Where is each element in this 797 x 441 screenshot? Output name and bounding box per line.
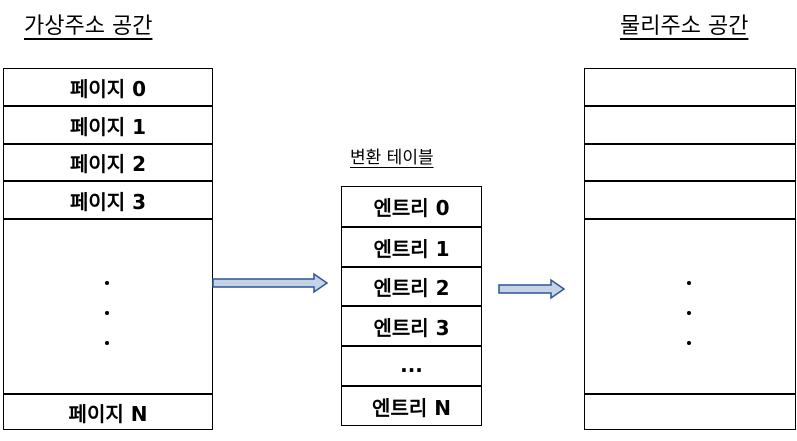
virtual-page-n: 페이지 N	[3, 394, 213, 430]
physical-frame	[584, 181, 796, 219]
table-entry-0: 엔트리 0	[341, 186, 482, 227]
physical-frame	[584, 68, 796, 106]
right-arrow-icon	[498, 278, 566, 300]
right-arrow-icon	[212, 272, 329, 294]
physical-gap-dot	[687, 341, 691, 345]
virtual-gap-dot	[105, 311, 109, 315]
physical-gap-dot	[687, 281, 691, 285]
virtual-page-0: 페이지 0	[3, 68, 213, 106]
virtual-page-3: 페이지 3	[3, 181, 213, 219]
virtual-gap-dot	[105, 281, 109, 285]
virtual-page-2: 페이지 2	[3, 144, 213, 181]
physical-gap-region	[584, 219, 796, 394]
translation-table-title: 변환 테이블	[350, 148, 434, 168]
table-entry-1: 엔트리 1	[341, 227, 482, 267]
table-ellipsis-row: ...	[341, 346, 482, 386]
virtual-space-title: 가상주소 공간	[24, 14, 153, 39]
physical-frame	[584, 144, 796, 181]
physical-frame	[584, 106, 796, 144]
physical-frame-last	[584, 394, 796, 430]
virtual-gap-region	[3, 219, 213, 394]
physical-gap-dot	[687, 311, 691, 315]
virtual-gap-dot	[105, 341, 109, 345]
physical-space-title: 물리주소 공간	[620, 14, 749, 39]
virtual-page-1: 페이지 1	[3, 106, 213, 144]
table-entry-3: 엔트리 3	[341, 306, 482, 346]
table-entry-2: 엔트리 2	[341, 267, 482, 306]
table-entry-n: 엔트리 N	[341, 386, 482, 426]
